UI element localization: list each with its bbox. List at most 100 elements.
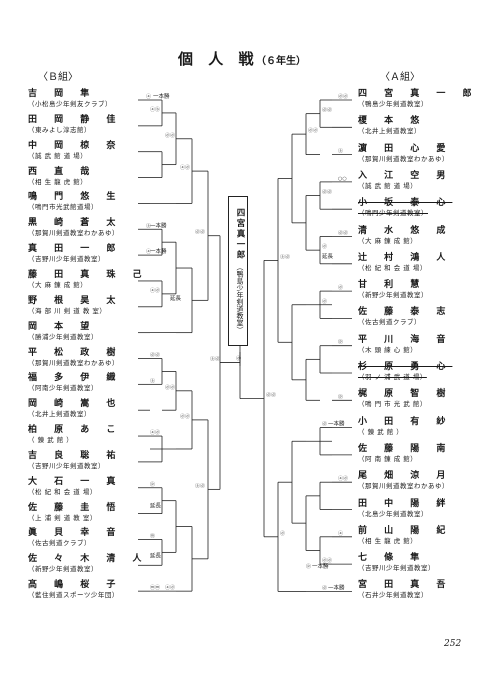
player-club: （上 浦 剣 道 教 室） [28,513,97,522]
group-label-b: 〈Ｂ組〉 [38,72,78,83]
score-mark: ⓓⓓ [165,384,175,391]
score-mark: ⓜ [150,532,155,539]
score-mark: ⓐ [146,222,151,229]
score-mark: ⓟ [338,393,343,400]
player-name: 辻 村 鴻 人 [358,252,453,263]
score-mark: ⓓ [322,421,327,428]
score-mark: ⓐⓑ [150,106,160,113]
left-player-17: 佐 藤 圭 悟（上 浦 剣 道 教 室） [28,502,136,523]
player-name: 小 田 有 紗 [358,416,453,427]
player-club: （ 錬 武 館 ） [358,427,404,436]
group-label-a: 〈Ａ組〉 [380,72,420,83]
player-name: 福 多 伊 織 [28,373,123,384]
left-player-7: 真 田 一 郎（吉野川少年剣道教室） [28,243,136,264]
score-mark: ⓐⓓ [150,287,160,294]
player-name: 佐 藤 泰 志 [358,307,453,318]
player-name: 眞 貝 幸 音 [28,528,123,539]
annotation-encho: 延長 [150,502,162,510]
player-club: （那賀川剣道教室わかあゆ） [28,358,119,367]
left-player-8: 藤 田 真 珠 己（大 麻 錬 成 館） [28,269,142,290]
right-player-9: 佐 藤 泰 志（佐古剣道クラブ） [358,306,466,327]
player-club: （大 麻 錬 成 館） [358,236,418,245]
left-player-5: 鳴 門 悠 生（鳴門市光武館道場） [28,191,136,212]
left-player-11: 平 松 政 樹（那賀川剣道教室わかあゆ） [28,347,136,368]
player-club: （吉野川少年剣道教室） [358,564,435,573]
player-name: 佐 藤 陽 南 [358,443,453,454]
player-name: 梶 原 智 樹 [358,389,453,400]
left-player-2: 田 岡 静 佳（東みよし淳志館） [28,114,136,135]
player-name: 宮 田 真 吾 [358,580,453,591]
left-player-15: 吉 良 聡 祐（吉野川少年剣道教室） [28,450,136,471]
player-club: （鴨島少年剣道教室） [358,100,428,108]
player-club: （海 部 川 剣 道 教 室） [28,306,107,315]
score-mark: ⓐⓓ [210,356,220,363]
score-mark: ⓓ [322,584,327,591]
player-club: （藍住剣道スポーツ少年団） [28,591,119,600]
score-mark: ⓟ [338,339,343,346]
player-name: 七 條 隼 [358,553,427,564]
annotation-encho: 延長 [150,551,162,559]
score-mark: ⓐⓓ [180,164,190,171]
score-mark: ⓐⓓ [338,475,348,482]
left-player-18: 眞 貝 幸 音（佐古剣道クラブ） [28,527,136,548]
player-name: 吉 岡 隼 [28,89,97,99]
player-club: （鳴門市光武館道場） [28,203,98,212]
player-name: 岡 崎 嵩 也 [28,399,123,410]
left-player-3: 中 岡 椋 奈（誠 武 館 道 場） [28,140,136,161]
player-name: 田 中 陽 絆 [358,498,453,509]
player-club: （松 紀 和 会 道 場） [358,263,427,272]
player-name: 髙 嶋 桜 子 [28,580,123,591]
score-mark: ⓓⓓ [165,132,175,139]
player-club: （吉野川少年剣道教室） [28,255,105,264]
annotation-ippon: 一本勝 [328,420,345,428]
player-name: 入 江 空 男 [358,170,453,181]
player-club: （勝浦少年剣道教室） [28,332,98,341]
score-mark: ⓜⓜ [150,584,160,591]
right-player-2: 榎 本 悠（北井上剣道教室） [358,115,466,136]
player-name: 真 田 一 郎 [28,244,123,255]
champion-club: （鴨島少年剣道教室） [236,263,244,334]
player-club: （北井上剣道教室） [28,410,91,419]
player-club: （佐古剣道クラブ） [28,539,91,548]
right-player-14: 佐 藤 陽 南（阿 南 錬 成 館） [358,443,466,464]
player-club: （鳴門少年剣道教室） [358,209,428,218]
score-mark: ⓐⓓ [280,253,290,260]
page-title: 個 人 戦 [178,50,259,68]
player-name: 尾 畑 涼 月 [358,471,453,482]
right-player-7: 辻 村 鴻 人（松 紀 和 会 道 場） [358,252,466,273]
player-club: （北島少年剣道教室） [358,509,428,518]
player-club: （木 頭 練 心 館） [358,345,418,354]
player-name: 野 根 昊 太 [28,295,123,306]
player-club: （小松島少年剣友クラブ） [28,100,112,108]
right-player-10: 平 川 海 音（木 頭 練 心 館） [358,334,466,355]
player-name: 佐 藤 圭 悟 [28,502,123,513]
player-club: （相 生 龍 虎 館） [358,536,418,545]
score-mark: ⓟ [150,481,155,488]
player-club: （阿 南 錬 成 館） [358,454,418,463]
left-player-13: 岡 崎 嵩 也（北井上剣道教室） [28,398,136,419]
player-name: 濵 田 心 愛 [358,143,453,154]
score-mark: ⓓⓓ [266,392,276,399]
player-club: （北井上剣道教室） [358,127,421,136]
player-club: （ 錬 武 館 ） [28,436,74,445]
player-name: 田 岡 静 佳 [28,114,123,125]
champion-box: 四宮真一郎 （鴨島少年剣道教室） [228,196,248,346]
player-name: 平 松 政 樹 [28,347,123,358]
player-name: 鳴 門 悠 生 [28,192,123,203]
right-player-6: 清 水 悠 成（大 麻 錬 成 館） [358,225,466,246]
page-number: 252 [444,639,462,649]
player-name: 吉 良 聡 祐 [28,450,123,461]
right-player-13: 小 田 有 紗（ 錬 武 館 ） [358,416,466,437]
score-mark: ⓐⓓ [150,429,160,436]
annotation-ippon: 一本勝 [328,583,345,591]
right-player-3: 濵 田 心 愛（那賀川剣道教室わかあゆ） [358,143,466,164]
score-mark: ⓐ [338,530,343,537]
right-player-15: 尾 畑 涼 月（那賀川剣道教室わかあゆ） [358,470,466,491]
player-club: （羽 ノ 浦 武 道 場） [358,373,427,381]
player-club: （誠 武 館 道 場） [358,181,418,190]
score-mark: ⓐⓓ [195,482,205,489]
annotation-encho: 延長 [170,294,182,302]
score-mark: ⓟ [306,563,311,570]
player-club: （那賀川剣道教室わかあゆ） [358,154,449,163]
left-player-4: 西 直 哉（相 生 龍 虎 館） [28,166,136,187]
